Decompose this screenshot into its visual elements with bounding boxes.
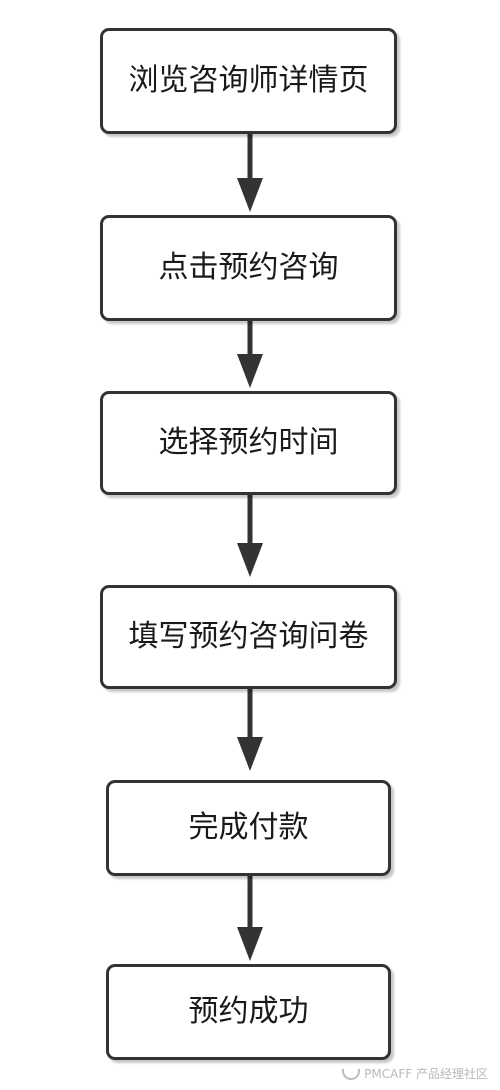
watermark-text: PMCAFF 产品经理社区 <box>364 1067 488 1081</box>
step-label: 填写预约咨询问卷 <box>128 619 369 654</box>
step-select-time: 选择预约时间 <box>100 391 397 495</box>
step-click-book: 点击预约咨询 <box>100 215 397 321</box>
step-label: 浏览咨询师详情页 <box>128 63 369 98</box>
step-payment: 完成付款 <box>106 780 391 876</box>
arrow-3-head <box>237 543 263 577</box>
step-label: 选择预约时间 <box>158 425 339 460</box>
step-label: 完成付款 <box>188 810 309 845</box>
step-booking-success: 预约成功 <box>106 964 391 1060</box>
arrow-4-head <box>237 737 263 771</box>
watermark: PMCAFF 产品经理社区 <box>342 1065 488 1082</box>
step-label: 点击预约咨询 <box>158 250 339 285</box>
arrow-2-head <box>237 354 263 388</box>
arrow-1-head <box>237 178 263 212</box>
step-fill-questionnaire: 填写预约咨询问卷 <box>100 585 397 689</box>
step-browse-counselor-detail: 浏览咨询师详情页 <box>100 28 397 134</box>
arrow-5-head <box>237 927 263 961</box>
coffee-cup-icon <box>342 1069 361 1080</box>
step-label: 预约成功 <box>188 994 309 1029</box>
